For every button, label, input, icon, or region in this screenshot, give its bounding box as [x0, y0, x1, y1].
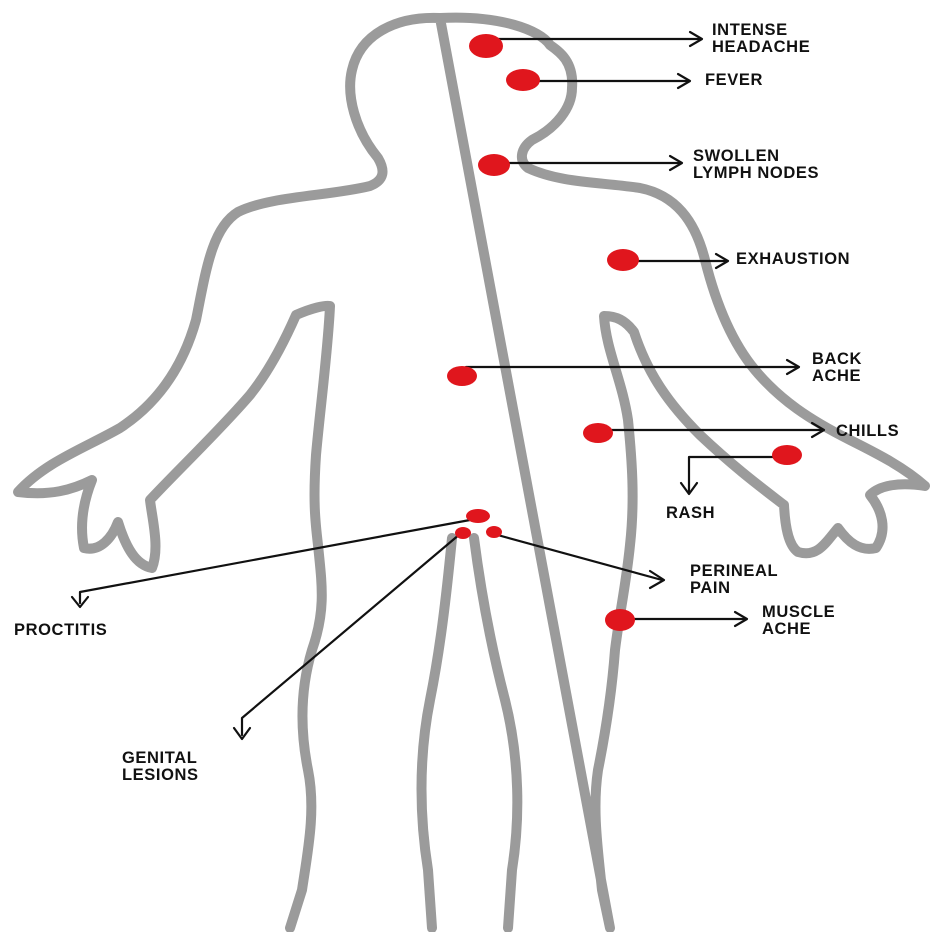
dot-muscle-ache — [605, 609, 635, 631]
label-line: EXHAUSTION — [736, 251, 850, 268]
label-chills: CHILLS — [836, 423, 899, 440]
label-muscle-ache: MUSCLE ACHE — [762, 604, 835, 638]
dot-exhaustion — [607, 249, 639, 271]
arrow-layer — [72, 32, 824, 739]
inner-leg-outline — [422, 538, 518, 928]
label-line: GENITAL — [122, 750, 199, 767]
label-line: BACK — [812, 351, 862, 368]
label-line: HEADACHE — [712, 39, 810, 56]
label-line: SWOLLEN — [693, 148, 819, 165]
dot-chills — [583, 423, 613, 443]
label-exhaustion: EXHAUSTION — [736, 251, 850, 268]
label-rash: RASH — [666, 505, 715, 522]
dot-proctitis — [466, 509, 490, 523]
dot-rash — [772, 445, 802, 465]
label-genital-lesions: GENITAL LESIONS — [122, 750, 199, 784]
label-line: INTENSE — [712, 22, 810, 39]
label-line: MUSCLE — [762, 604, 835, 621]
label-intense-headache: INTENSE HEADACHE — [712, 22, 810, 56]
label-line: LYMPH NODES — [693, 165, 819, 182]
label-perineal-pain: PERINEAL PAIN — [690, 563, 778, 597]
label-line: PROCTITIS — [14, 622, 107, 639]
label-line: FEVER — [705, 72, 763, 89]
label-line: PAIN — [690, 580, 778, 597]
label-line: ACHE — [762, 621, 835, 638]
label-back-ache: BACK ACHE — [812, 351, 862, 385]
label-swollen-lymph-nodes: SWOLLEN LYMPH NODES — [693, 148, 819, 182]
dot-lymph-nodes — [478, 154, 510, 176]
dot-perineal-pain — [486, 526, 502, 538]
dot-genital-lesions — [455, 527, 471, 539]
label-proctitis: PROCTITIS — [14, 622, 107, 639]
label-line: RASH — [666, 505, 715, 522]
label-line: PERINEAL — [690, 563, 778, 580]
label-line: CHILLS — [836, 423, 899, 440]
dot-headache — [469, 34, 503, 58]
label-line: LESIONS — [122, 767, 199, 784]
arrow-perineal-pain — [494, 534, 662, 580]
label-fever: FEVER — [705, 72, 763, 89]
label-line: ACHE — [812, 368, 862, 385]
dot-back-ache — [447, 366, 477, 386]
dot-fever — [506, 69, 540, 91]
